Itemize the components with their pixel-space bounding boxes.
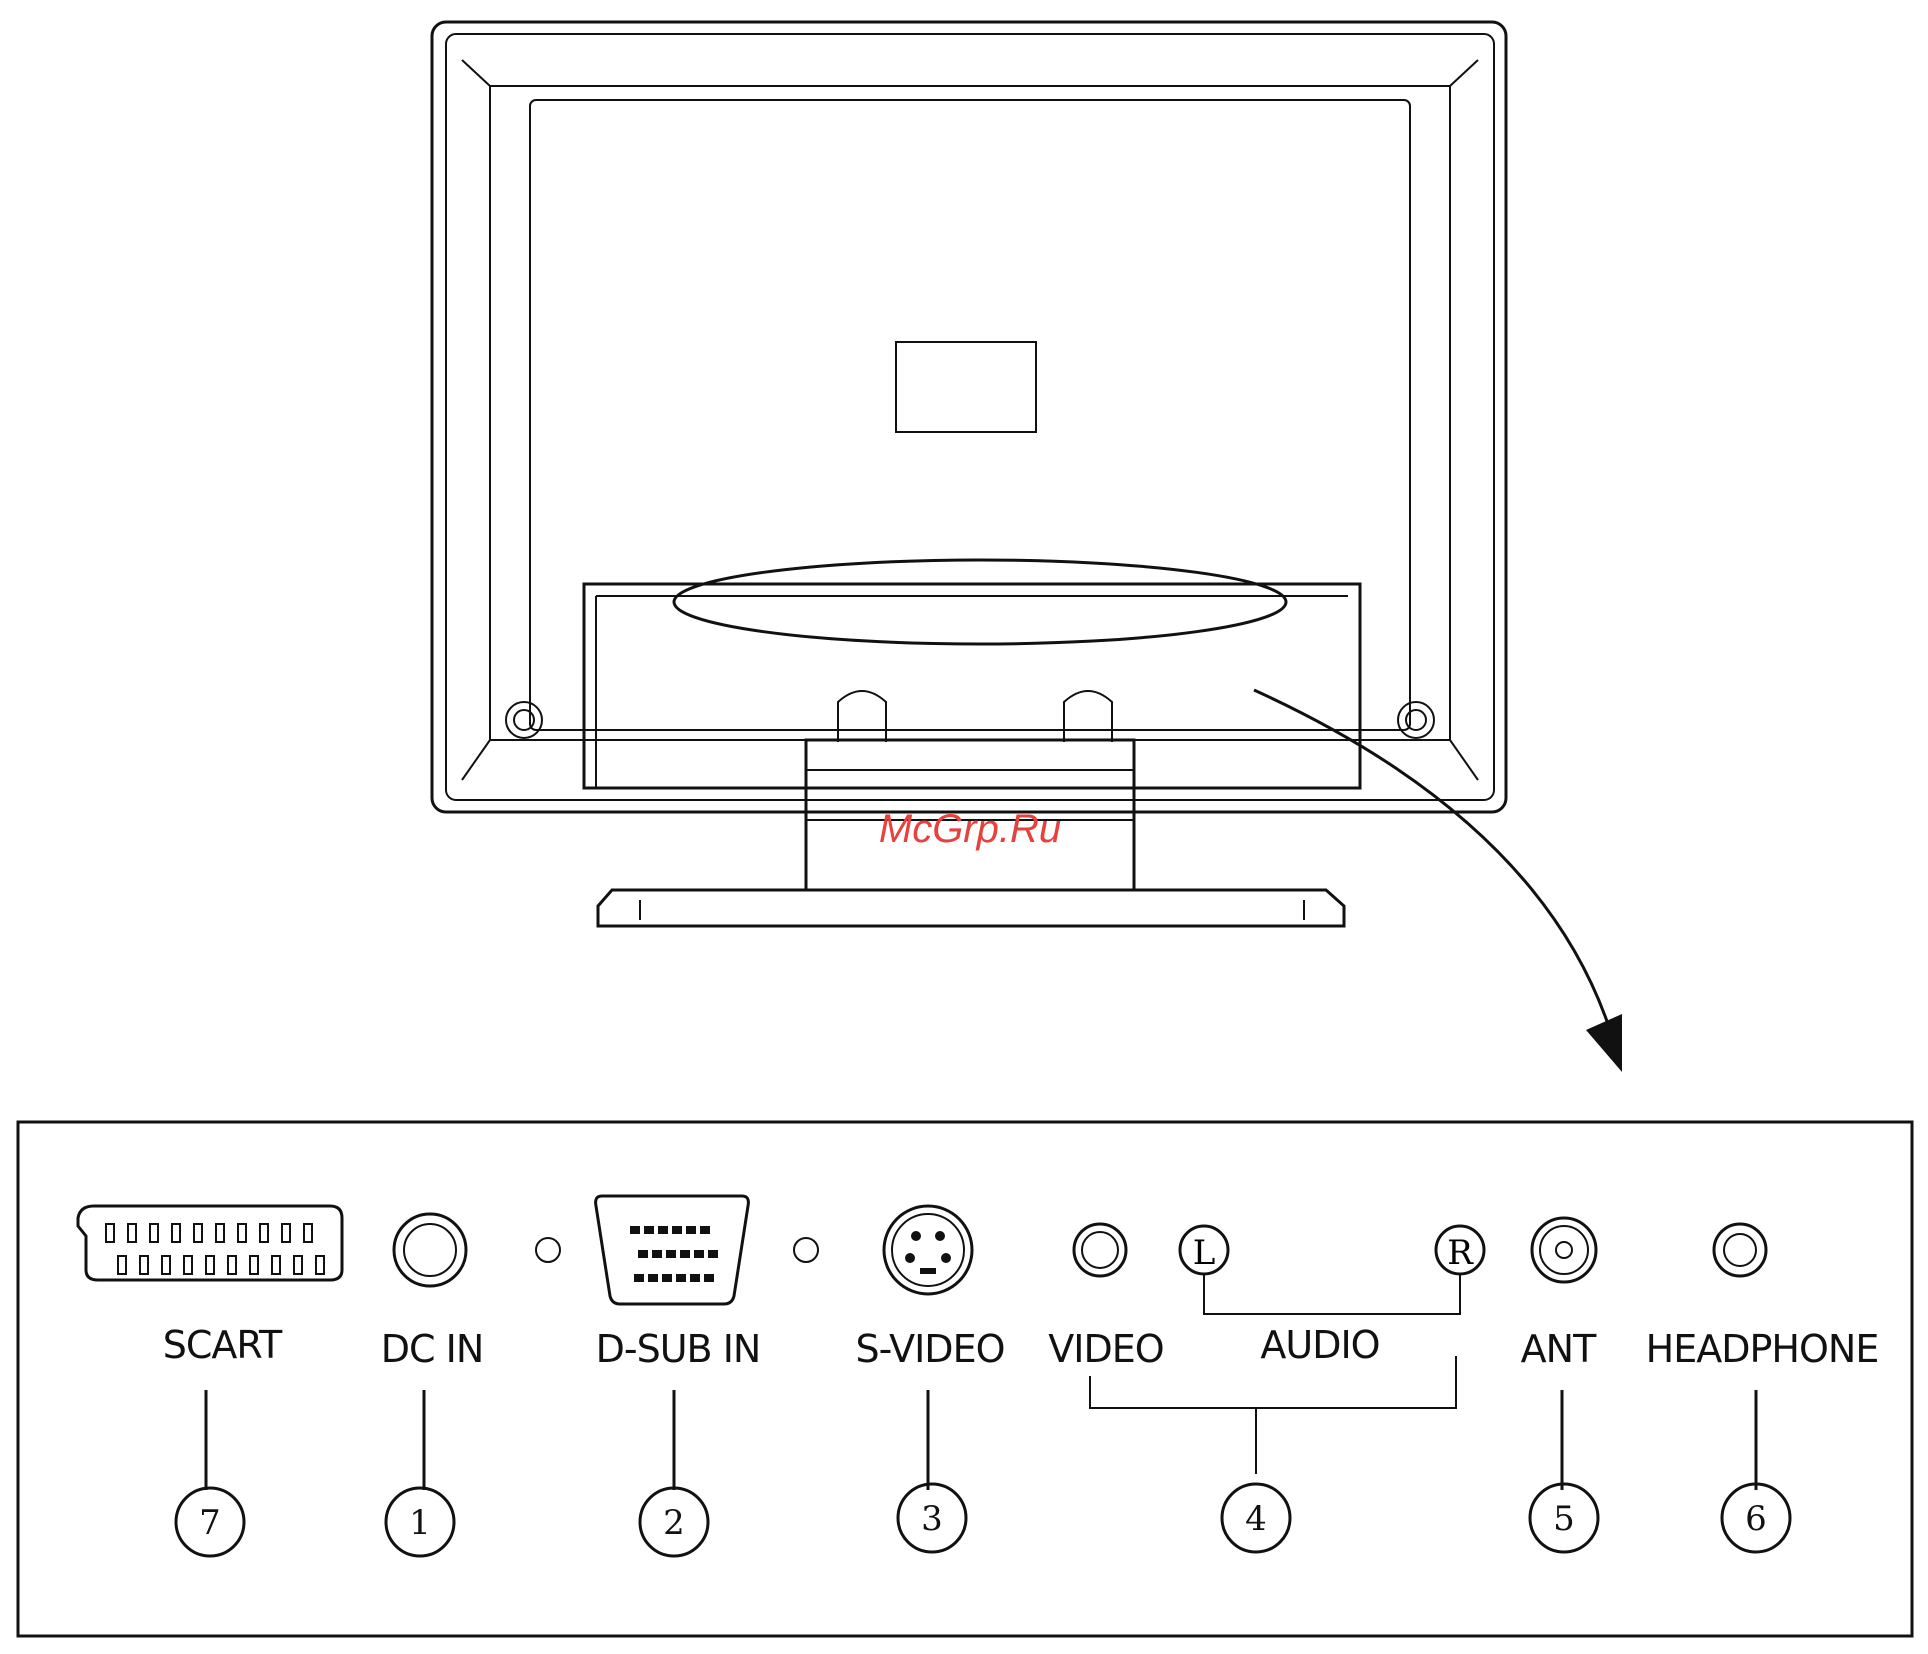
svg-text:6: 6 — [1745, 1499, 1767, 1539]
scart-pin — [304, 1224, 312, 1242]
svg-text:2: 2 — [663, 1503, 685, 1543]
hinge-right — [1064, 691, 1112, 742]
monitor-rear-view: McGrp.Ru — [432, 22, 1506, 926]
d-sub-pin — [676, 1274, 686, 1282]
group-bracket — [1090, 1356, 1456, 1474]
monitor-back-panel — [530, 100, 1410, 730]
scart-pin — [216, 1224, 224, 1242]
handle-slot — [674, 560, 1286, 644]
indicator-dot-1 — [536, 1238, 560, 1262]
video-port-icon — [1074, 1224, 1126, 1276]
svg-text:1: 1 — [409, 1503, 431, 1543]
scart-pins — [106, 1224, 324, 1274]
label-s-video: S-VIDEO — [856, 1327, 1005, 1371]
label-d-sub-in: D-SUB IN — [596, 1327, 761, 1371]
scart-pin — [238, 1224, 246, 1242]
d-sub-pin — [690, 1274, 700, 1282]
scart-pin — [150, 1224, 158, 1242]
screw-right — [1398, 702, 1434, 738]
d-sub-pin — [700, 1226, 710, 1234]
svg-text:4: 4 — [1245, 1499, 1267, 1539]
scart-pin — [106, 1224, 114, 1242]
callout-4: 4 — [1222, 1484, 1290, 1552]
hinge-left — [838, 691, 886, 742]
d-sub-pin — [648, 1274, 658, 1282]
scart-pin — [162, 1256, 170, 1274]
d-sub-pins — [630, 1226, 718, 1282]
scart-pin — [250, 1256, 258, 1274]
label-headphone: HEADPHONE — [1646, 1327, 1879, 1371]
scart-pin — [140, 1256, 148, 1274]
monitor-label-plate — [896, 342, 1036, 432]
arrow-head — [1586, 1014, 1622, 1072]
callout-arrow — [1254, 690, 1622, 1072]
label-audio: AUDIO — [1260, 1323, 1379, 1367]
d-sub-pin — [634, 1274, 644, 1282]
scart-pin — [184, 1256, 192, 1274]
audio-left-label: L — [1193, 1233, 1216, 1273]
d-sub-pin — [644, 1226, 654, 1234]
scart-port-icon — [78, 1206, 342, 1280]
connector-panel: L R SCART DC IN D-SUB IN S-VIDEO VIDEO A… — [18, 1122, 1912, 1636]
d-sub-pin — [708, 1250, 718, 1258]
callout-7: 7 — [176, 1488, 244, 1556]
d-sub-pin — [638, 1250, 648, 1258]
d-sub-pin — [652, 1250, 662, 1258]
s-video-port-icon — [884, 1206, 972, 1294]
stand-base — [598, 890, 1344, 926]
screw-left — [506, 702, 542, 738]
audio-left-port-icon: L — [1180, 1226, 1228, 1274]
scart-pin — [316, 1256, 324, 1274]
audio-bracket — [1204, 1274, 1460, 1314]
panel-border — [18, 1122, 1912, 1636]
scart-pin — [272, 1256, 280, 1274]
d-sub-pin — [658, 1226, 668, 1234]
watermark: McGrp.Ru — [879, 807, 1061, 851]
scart-pin — [282, 1224, 290, 1242]
svg-text:3: 3 — [921, 1499, 943, 1539]
svg-text:5: 5 — [1553, 1499, 1575, 1539]
monitor-inner-frame — [446, 34, 1494, 800]
d-sub-pin — [662, 1274, 672, 1282]
ant-port-icon — [1532, 1218, 1596, 1282]
monitor-outer-frame — [432, 22, 1506, 812]
scart-pin — [206, 1256, 214, 1274]
label-video: VIDEO — [1048, 1327, 1163, 1371]
scart-pin — [118, 1256, 126, 1274]
d-sub-pin — [686, 1226, 696, 1234]
scart-pin — [172, 1224, 180, 1242]
connector-housing — [584, 584, 1360, 788]
audio-right-label: R — [1447, 1233, 1474, 1273]
callout-2: 2 — [640, 1488, 708, 1556]
d-sub-pin — [704, 1274, 714, 1282]
callout-3: 3 — [898, 1484, 966, 1552]
label-dc-in: DC IN — [381, 1327, 484, 1371]
d-sub-pin — [680, 1250, 690, 1258]
scart-pin — [260, 1224, 268, 1242]
dc-in-port-icon — [394, 1214, 466, 1286]
callout-6: 6 — [1722, 1484, 1790, 1552]
callout-5: 5 — [1530, 1484, 1598, 1552]
d-sub-port-icon — [596, 1196, 749, 1304]
scart-pin — [128, 1224, 136, 1242]
audio-right-port-icon: R — [1436, 1226, 1484, 1274]
label-ant: ANT — [1521, 1327, 1597, 1371]
headphone-port-icon — [1714, 1224, 1766, 1276]
d-sub-pin — [672, 1226, 682, 1234]
monitor-bevel — [462, 60, 1478, 780]
svg-text:7: 7 — [199, 1503, 221, 1543]
d-sub-pin — [694, 1250, 704, 1258]
scart-pin — [194, 1224, 202, 1242]
indicator-dot-2 — [794, 1238, 818, 1262]
d-sub-pin — [666, 1250, 676, 1258]
callout-1: 1 — [386, 1488, 454, 1556]
label-scart: SCART — [163, 1323, 283, 1367]
scart-pin — [294, 1256, 302, 1274]
d-sub-pin — [630, 1226, 640, 1234]
scart-pin — [228, 1256, 236, 1274]
